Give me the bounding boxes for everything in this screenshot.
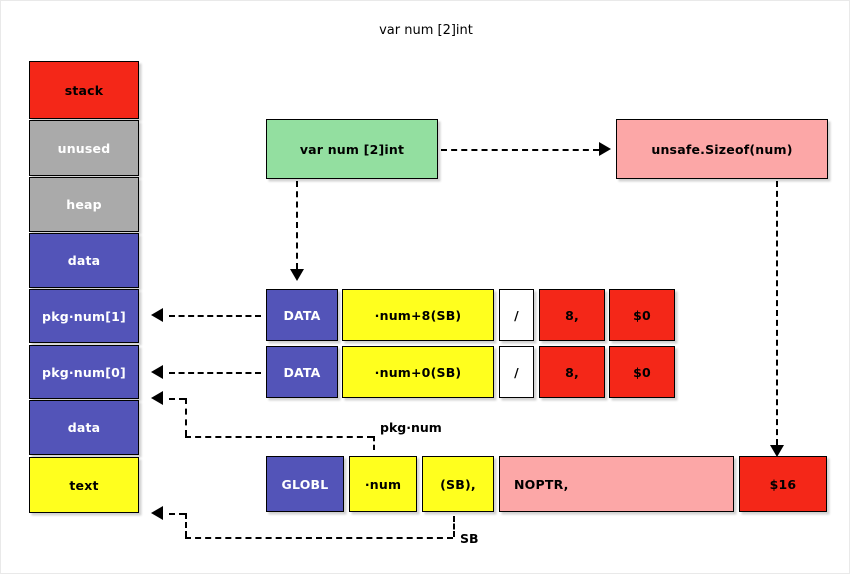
cell-text: GLOBL bbox=[281, 476, 329, 492]
data-row-low-cell-symbol: ·num+0(SB) bbox=[342, 346, 494, 398]
edge-pkgnum-tick bbox=[373, 436, 375, 450]
cell-text: $16 bbox=[769, 476, 797, 492]
data-row-low-cell-op: DATA bbox=[266, 346, 338, 398]
cell-text: DATA bbox=[283, 307, 321, 323]
edge-sb-tick bbox=[453, 516, 455, 537]
edge-label-symbol: pkg·num bbox=[380, 420, 442, 435]
edge-sb-horizontal bbox=[185, 537, 453, 539]
globl-cell-symbol: ·num bbox=[349, 456, 417, 512]
memory-segment-label: heap bbox=[66, 197, 102, 212]
data-row-low-cell-width: 8, bbox=[539, 346, 605, 398]
memory-segment-text: text bbox=[29, 457, 139, 513]
data-row-high-cell-slash: / bbox=[499, 289, 534, 341]
arrow-left-icon bbox=[151, 391, 163, 405]
memory-segment-pkg-num-0: pkg·num[0] bbox=[29, 345, 139, 399]
memory-segment-label: data bbox=[67, 253, 101, 268]
memory-segment-label: data bbox=[67, 420, 101, 435]
data-row-low-cell-slash: / bbox=[499, 346, 534, 398]
edge-pkgnum-stub bbox=[169, 398, 185, 400]
cell-text: 8, bbox=[565, 307, 579, 323]
cell-text: DATA bbox=[283, 364, 321, 380]
cell-text: / bbox=[514, 364, 519, 380]
edge-datahigh-to-segment bbox=[169, 315, 261, 317]
memory-segment-data-lower: data bbox=[29, 400, 139, 455]
edge-datalow-to-segment bbox=[169, 372, 261, 374]
arrow-left-icon bbox=[151, 308, 163, 322]
memory-segment-pkg-num-1: pkg·num[1] bbox=[29, 289, 139, 343]
cell-text: (SB), bbox=[440, 476, 476, 492]
data-row-low-cell-value: $0 bbox=[609, 346, 675, 398]
edge-pkgnum-horizontal bbox=[185, 436, 373, 438]
cell-text: NOPTR, bbox=[514, 476, 569, 492]
edge-pkgnum-vertical bbox=[185, 398, 187, 436]
arrow-down-icon bbox=[770, 445, 784, 457]
globl-cell-flags: NOPTR, bbox=[499, 456, 734, 512]
edge-decl-to-sizeof bbox=[441, 149, 599, 151]
edge-sizeof-to-size bbox=[776, 181, 778, 445]
data-row-high-cell-width: 8, bbox=[539, 289, 605, 341]
arrow-left-icon bbox=[151, 365, 163, 379]
globl-cell-op: GLOBL bbox=[266, 456, 344, 512]
declaration-source-box: var num [2]int bbox=[266, 119, 438, 179]
arrow-right-icon bbox=[599, 142, 611, 156]
cell-text: / bbox=[514, 307, 519, 323]
globl-cell-size: $16 bbox=[739, 456, 827, 512]
cell-text: 8, bbox=[565, 364, 579, 380]
declaration-source-label: var num [2]int bbox=[299, 141, 405, 157]
edge-sb-vertical bbox=[185, 513, 187, 537]
sizeof-box: unsafe.Sizeof(num) bbox=[616, 119, 828, 179]
edge-label-static-base: SB bbox=[460, 531, 479, 546]
data-row-high-cell-op: DATA bbox=[266, 289, 338, 341]
memory-segment-label: pkg·num[0] bbox=[42, 364, 126, 380]
memory-segment-data-upper: data bbox=[29, 233, 139, 288]
cell-text: ·num+8(SB) bbox=[374, 307, 462, 323]
sizeof-label: unsafe.Sizeof(num) bbox=[651, 141, 793, 157]
data-row-high-cell-value: $0 bbox=[609, 289, 675, 341]
arrow-left-icon bbox=[151, 506, 163, 520]
data-row-high-cell-symbol: ·num+8(SB) bbox=[342, 289, 494, 341]
cell-text: ·num bbox=[364, 476, 402, 492]
arrow-down-icon bbox=[290, 269, 304, 281]
cell-text: $0 bbox=[633, 364, 651, 380]
memory-segment-heap: heap bbox=[29, 177, 139, 232]
memory-segment-label: unused bbox=[57, 140, 111, 156]
memory-segment-unused: unused bbox=[29, 120, 139, 176]
cell-text: ·num+0(SB) bbox=[374, 364, 462, 380]
memory-segment-label: text bbox=[69, 477, 99, 493]
globl-cell-base: (SB), bbox=[422, 456, 494, 512]
page-title: var num [2]int bbox=[379, 23, 473, 38]
edge-sb-stub bbox=[169, 513, 185, 515]
memory-segment-stack: stack bbox=[29, 61, 139, 119]
edge-decl-to-data bbox=[296, 181, 298, 269]
memory-segment-label: stack bbox=[64, 82, 104, 98]
memory-segment-label: pkg·num[1] bbox=[42, 308, 126, 324]
cell-text: $0 bbox=[633, 307, 651, 323]
